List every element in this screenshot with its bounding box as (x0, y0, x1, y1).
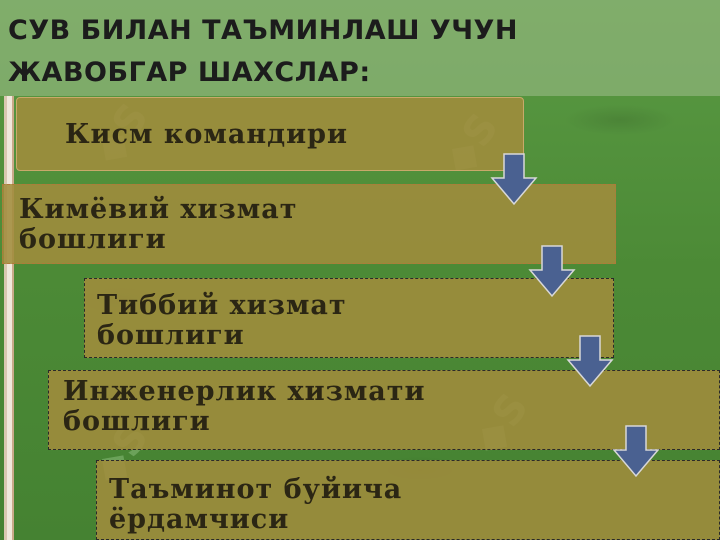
node-label-line-1: Инженерлик хизмати (63, 376, 426, 407)
node-label-line-1: Тиббий хизмат (97, 290, 347, 321)
node-injenerlik-xizmati: Инженерлик хизмати бошлиги (48, 370, 720, 450)
title-line-1: СУВ БИЛАН ТАЪМИНЛАШ УЧУН (8, 15, 518, 46)
node-label-line-2: ёрдамчиси (109, 504, 290, 535)
node-kism-komandiri: Кисм командири (16, 97, 524, 171)
node-label-line-2: бошлиги (63, 406, 211, 437)
arrow-down-icon (490, 153, 538, 206)
node-label: Кисм командири (65, 119, 349, 150)
title-line-2: ЖАВОБГАР ШАХСЛАР: (8, 57, 371, 88)
node-label-line-1: Кимёвий хизмат (19, 194, 298, 225)
arrow-down-icon (566, 335, 614, 388)
node-label-line-2: бошлиги (97, 320, 245, 351)
node-label-line-1: Таъминот буйича (109, 474, 403, 505)
title-band (0, 0, 720, 96)
arrow-down-icon (612, 425, 660, 478)
node-taminot: Таъминот буйича ёрдамчиси (96, 460, 720, 540)
arrow-down-icon (528, 245, 576, 298)
node-label-line-2: бошлиги (19, 224, 167, 255)
slide-title: СУВ БИЛАН ТАЪМИНЛАШ УЧУН ЖАВОБГАР ШАХСЛА… (8, 10, 708, 94)
node-tibbiy-xizmat: Тиббий хизмат бошлиги (84, 278, 614, 358)
